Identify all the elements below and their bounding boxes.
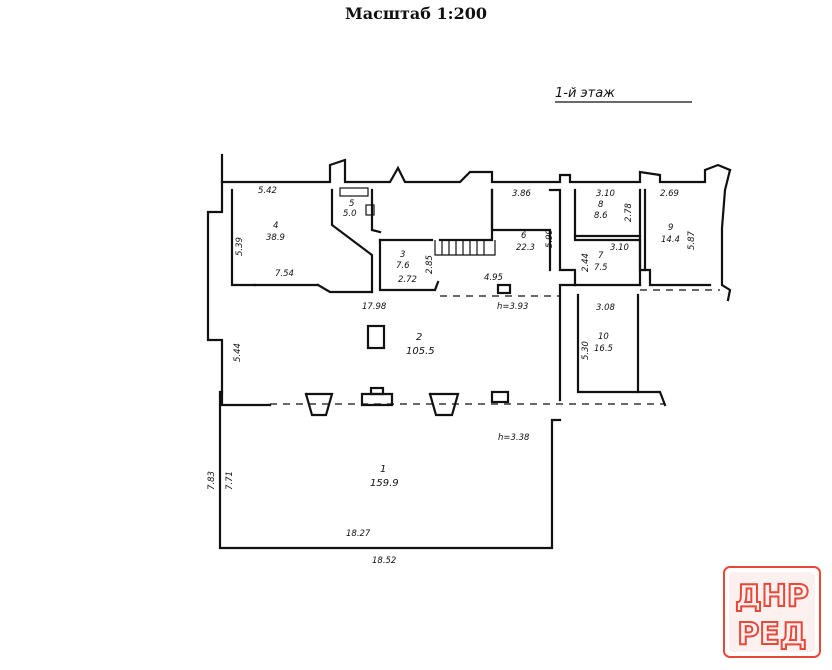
room-1-num: 1 (380, 464, 386, 475)
room-7-num: 7 (598, 251, 604, 261)
stairs (434, 240, 496, 256)
logo-line1: ДНР (735, 579, 809, 614)
dim-5-87: 5.87 (687, 230, 697, 250)
dim-h-3-38: h=3.38 (498, 433, 530, 443)
dim-2-72: 2.72 (398, 275, 417, 285)
room-10-num: 10 (598, 332, 609, 342)
dim-5-30: 5.30 (581, 341, 591, 360)
dim-5-39: 5.39 (235, 237, 245, 256)
room-8-num: 8 (598, 200, 604, 210)
dim-5-99: 5.99 (545, 229, 555, 248)
room-2-num: 2 (416, 332, 422, 343)
room-8-area: 8.6 (594, 211, 608, 221)
room-2-area: 105.5 (406, 346, 435, 357)
dim-2-69: 2.69 (660, 189, 679, 199)
dim-3-86: 3.86 (512, 189, 532, 199)
dim-2-78: 2.78 (624, 202, 634, 222)
room-7-area: 7.5 (594, 263, 608, 273)
floor-label: 1-й этаж (555, 86, 615, 101)
dim-18-52: 18.52 (372, 556, 396, 566)
dim-18-27: 18.27 (346, 529, 371, 539)
dim-5-44: 5.44 (233, 343, 243, 362)
dim-7-83: 7.83 (207, 471, 217, 490)
dim-3-10-top: 3.10 (596, 189, 615, 199)
dim-7-71: 7.71 (225, 471, 235, 490)
scale-title: Масштаб 1:200 (345, 4, 487, 23)
room-4-num: 4 (273, 221, 278, 231)
dim-17-98: 17.98 (362, 302, 387, 312)
dim-7-54: 7.54 (275, 269, 294, 279)
room-5-area: 5.0 (343, 209, 357, 219)
room-labels: 1 159.9 2 105.5 3 7.6 4 38.9 5 5.0 6 22.… (266, 199, 680, 489)
dim-2-85: 2.85 (425, 255, 435, 274)
outer-walls (206, 153, 732, 550)
room-4-area: 38.9 (266, 233, 285, 243)
room-5-num: 5 (349, 199, 354, 209)
room-3-area: 7.6 (396, 261, 410, 271)
room-6-area: 22.3 (516, 243, 535, 253)
dim-3-10-mid: 3.10 (610, 243, 629, 253)
room-9-area: 14.4 (661, 235, 680, 245)
room-9-num: 9 (668, 223, 673, 233)
dimension-labels: 5.42 5.39 7.54 17.98 h=3.93 4.95 3.86 5.… (207, 186, 697, 566)
dim-3-08: 3.08 (596, 303, 616, 313)
logo-line2: РЕД (737, 617, 806, 652)
partitions (220, 188, 712, 407)
room-10-area: 16.5 (594, 344, 613, 354)
columns (304, 283, 512, 417)
dnr-red-logo: ДНР РЕД (723, 566, 821, 658)
dim-h-3-93: h=3.93 (497, 302, 528, 312)
bathtub (339, 187, 369, 197)
room-6-num: 6 (521, 231, 527, 241)
sink (365, 204, 375, 216)
room-3-num: 3 (400, 250, 405, 260)
dim-5-42: 5.42 (258, 186, 277, 196)
room-1-area: 159.9 (370, 478, 399, 489)
dim-2-44: 2.44 (581, 253, 591, 272)
dim-4-95: 4.95 (484, 273, 503, 283)
